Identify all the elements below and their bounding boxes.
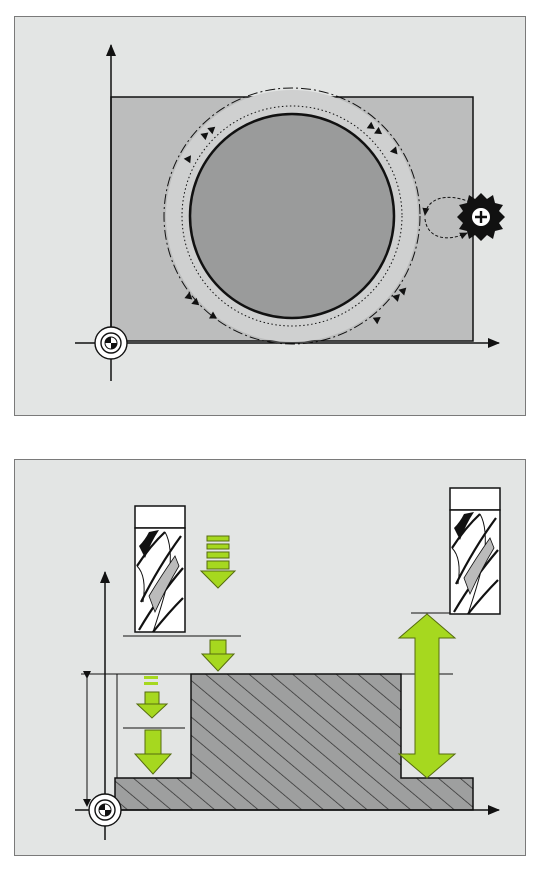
retract-arrow — [397, 613, 457, 779]
milling-cutter-icon — [457, 193, 505, 241]
plunge-depth-diagram — [14, 459, 526, 856]
infeed-arrows — [133, 535, 237, 775]
end-mill-icon — [134, 505, 186, 633]
circular-pocket-svg — [75, 44, 505, 381]
tool-path-outer — [163, 87, 421, 345]
datum-icon — [94, 326, 128, 360]
approach-arc — [422, 197, 471, 216]
circular-island — [188, 112, 396, 320]
path-direction-arrows — [183, 121, 407, 325]
plunge-depth-svg — [75, 487, 501, 840]
departure-arc — [424, 218, 468, 240]
end-mill-right-icon — [449, 487, 501, 615]
tool-path-inner — [181, 105, 403, 327]
datum-icon-bottom — [88, 793, 122, 827]
circular-pocket-diagram — [14, 16, 526, 416]
